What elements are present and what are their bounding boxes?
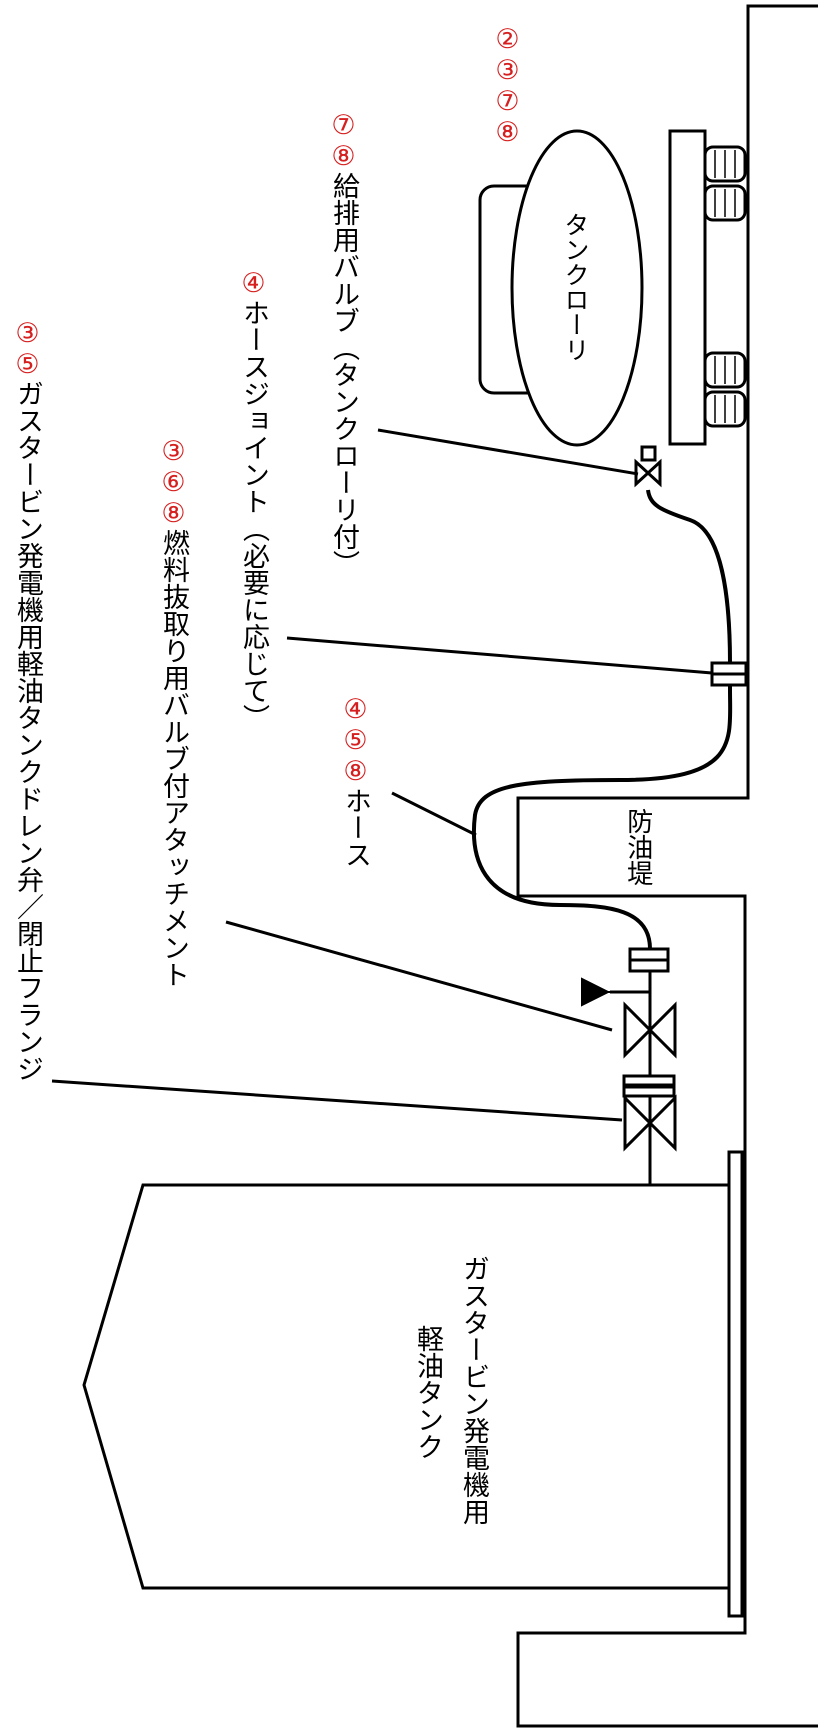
leader-joint [286, 636, 713, 675]
label-flange-text: ガスタービン発電機用軽油タンクドレン弁／閉止フランジ [12, 380, 43, 1082]
drain-valve-icon [623, 1094, 677, 1152]
label-flange: ③⑤ガスタービン発電機用軽油タンクドレン弁／閉止フランジ [12, 318, 43, 1082]
label-valve-text: 給排用バルブ（タンクローリ付） [328, 172, 359, 577]
dike-label: 防油堤 [622, 808, 653, 886]
label-valve-nums: ⑦⑧ [328, 110, 359, 172]
transfer-hose [471, 677, 733, 950]
tank-label-line1: ガスタービン発電機用 [458, 1255, 489, 1525]
label-flange-nums: ③⑤ [12, 318, 43, 380]
ground-outline [516, 4, 818, 1728]
transfer-hose-upper [646, 489, 732, 664]
lorry-tank [510, 129, 644, 447]
closing-flange-icon-2 [622, 1085, 676, 1098]
leader-valve [377, 428, 639, 476]
lorry-valve-stem [640, 445, 657, 462]
lorry-wheels [703, 145, 747, 428]
closing-flange-icon [622, 1074, 676, 1087]
label-hose-nums: ④⑤⑧ [340, 694, 371, 787]
leader-attachment [225, 920, 613, 1032]
leader-hose [391, 791, 477, 837]
lorry-label: タンクローリ [561, 212, 590, 362]
tank-label-line2: 軽油タンク [412, 1325, 443, 1460]
label-hose: ④⑤⑧ホース [340, 694, 371, 868]
label-joint-text: ホースジョイント（必要に応じて） [238, 299, 269, 731]
lorry-nums: ②③⑦⑧ [492, 24, 523, 148]
label-joint-nums: ④ [238, 268, 269, 299]
label-attachment: ③⑥⑧燃料抜取り用バルブ付アタッチメント [158, 436, 189, 988]
attachment-valve-icon [623, 1001, 677, 1059]
lorry-chassis [668, 129, 707, 446]
leader-flange [51, 1079, 623, 1122]
label-joint: ④ホースジョイント（必要に応じて） [238, 268, 269, 731]
tank-base-plate [727, 1150, 744, 1618]
handwheel-icon [581, 977, 611, 1007]
label-attachment-nums: ③⑥⑧ [158, 436, 189, 529]
lorry-valve-icon [634, 458, 662, 488]
label-hose-text: ホース [340, 787, 371, 868]
label-valve: ⑦⑧給排用バルブ（タンクローリ付） [328, 110, 359, 577]
label-attachment-text: 燃料抜取り用バルブ付アタッチメント [158, 529, 189, 988]
diesel-tank [82, 1183, 731, 1590]
